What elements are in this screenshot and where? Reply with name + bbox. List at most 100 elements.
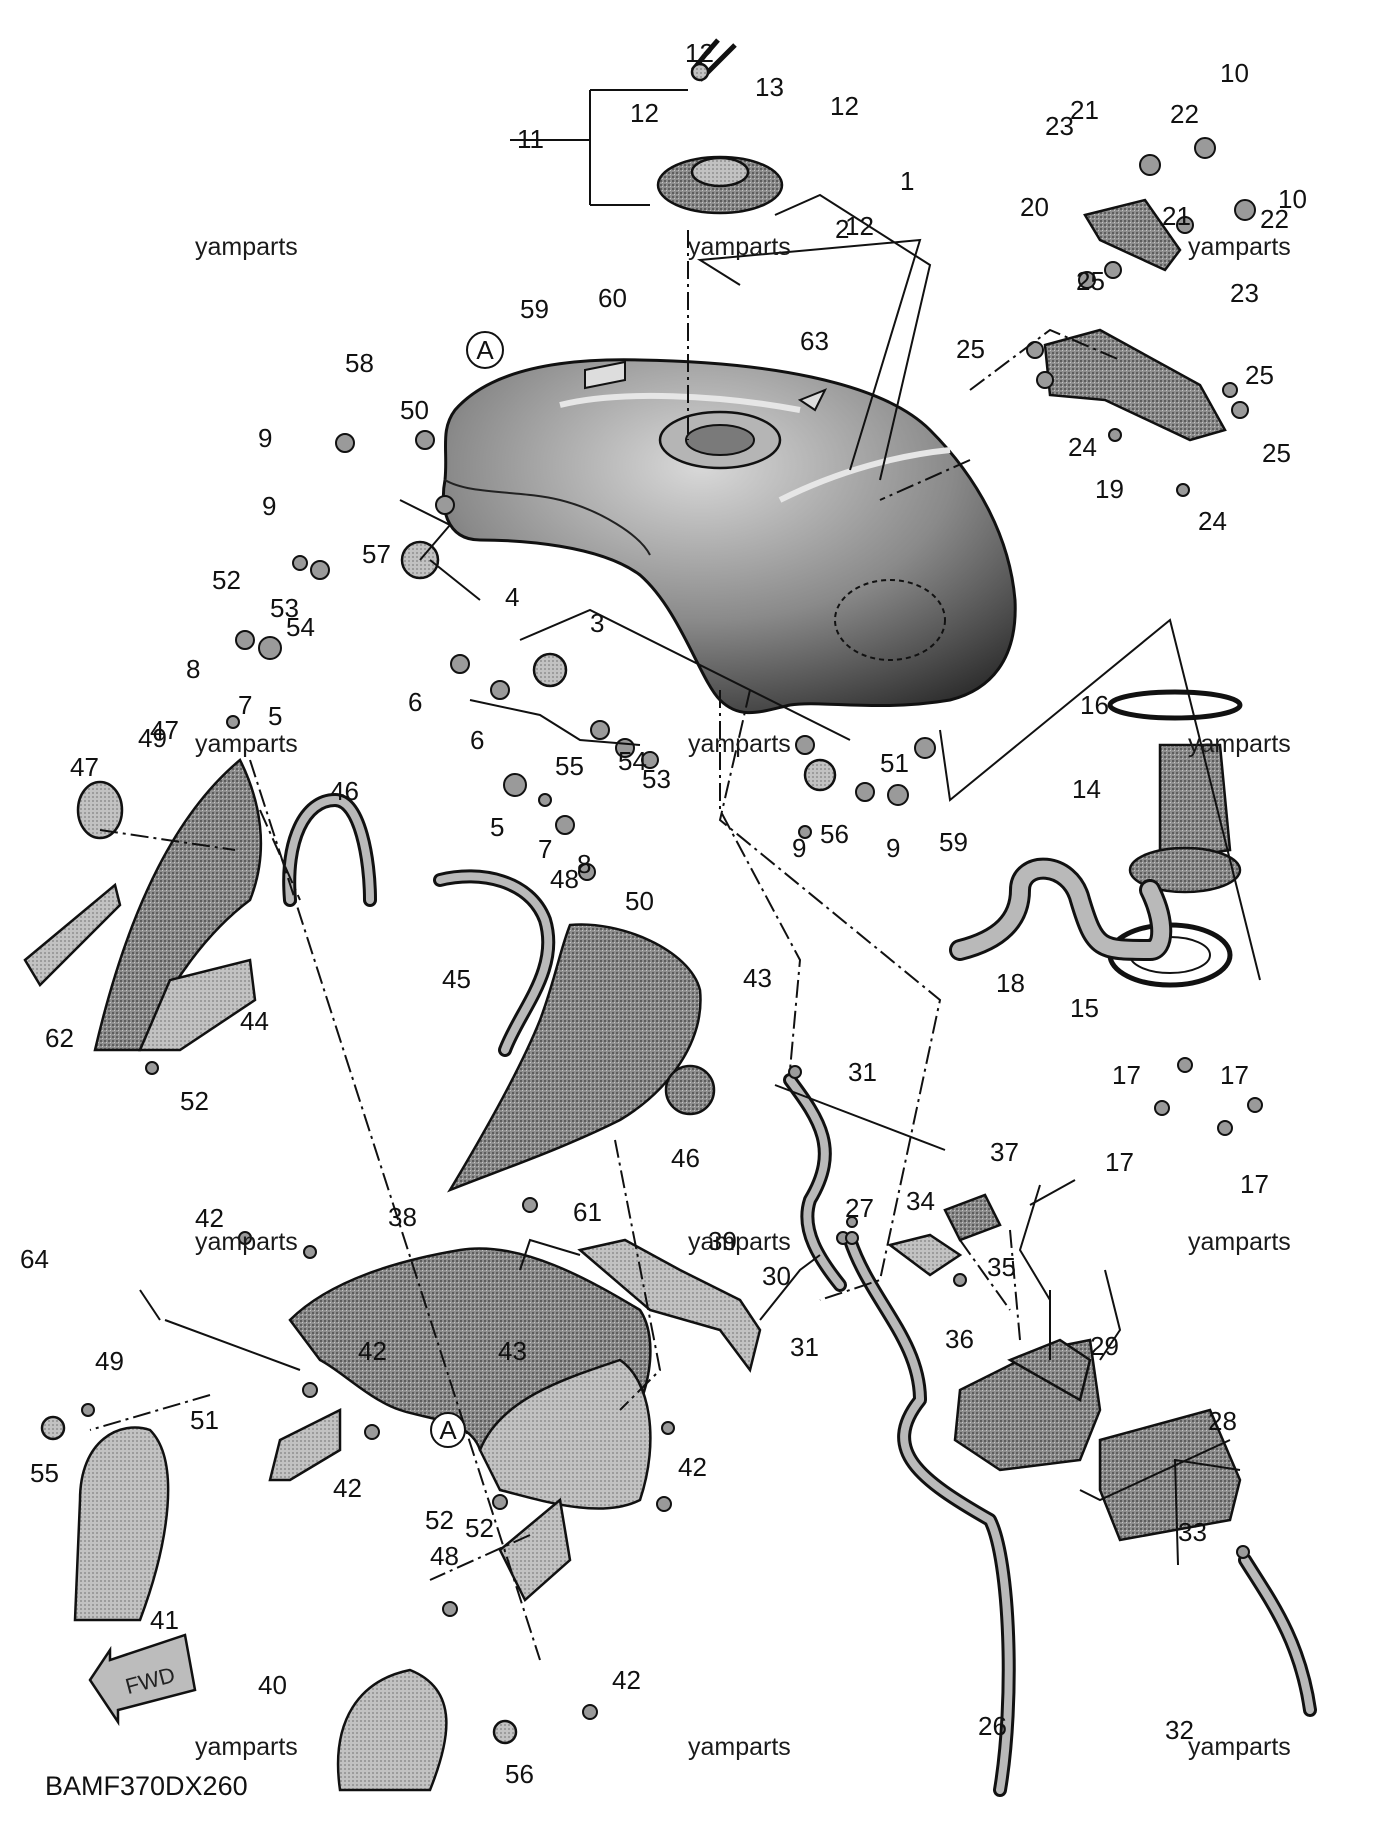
- callout-38: 38: [388, 1202, 417, 1232]
- callout-56: 56: [820, 819, 849, 849]
- callout-36: 36: [945, 1324, 974, 1354]
- watermark: yamparts: [688, 1228, 791, 1256]
- callout-31: 31: [848, 1057, 877, 1087]
- callout-5: 5: [268, 701, 282, 731]
- callout-41: 41: [150, 1605, 179, 1635]
- callout-21: 21: [1162, 201, 1191, 231]
- callout-20: 20: [1020, 192, 1049, 222]
- callout-17: 17: [1112, 1060, 1141, 1090]
- callout-15: 15: [1070, 993, 1099, 1023]
- ref-marker-top-label: A: [476, 335, 494, 365]
- callout-1: 1: [900, 166, 914, 196]
- callout-9: 9: [262, 491, 276, 521]
- callout-58: 58: [345, 348, 374, 378]
- callout-45: 45: [442, 964, 471, 994]
- callout-42: 42: [333, 1473, 362, 1503]
- callout-49: 49: [95, 1346, 124, 1376]
- callout-42: 42: [678, 1452, 707, 1482]
- callout-44: 44: [240, 1006, 269, 1036]
- watermark: yamparts: [688, 730, 791, 758]
- callout-34: 34: [906, 1186, 935, 1216]
- callout-4: 4: [505, 582, 519, 612]
- callout-50: 50: [400, 395, 429, 425]
- watermark: yamparts: [195, 730, 298, 758]
- callout-5: 5: [490, 812, 504, 842]
- callout-9: 9: [886, 833, 900, 863]
- callout-26: 26: [978, 1711, 1007, 1741]
- left-side-cover: [23, 758, 263, 1052]
- callout-16: 16: [1080, 690, 1109, 720]
- callout-54: 54: [618, 746, 647, 776]
- callout-24: 24: [1198, 506, 1227, 536]
- callout-22: 22: [1170, 99, 1199, 129]
- callout-43: 43: [498, 1336, 527, 1366]
- callout-17: 17: [1220, 1060, 1249, 1090]
- forward-arrow: FWD: [88, 1633, 197, 1727]
- callout-28: 28: [1208, 1406, 1237, 1436]
- tank-bracket: [1043, 198, 1227, 442]
- watermark: yamparts: [1188, 1228, 1291, 1256]
- callout-52: 52: [465, 1513, 494, 1543]
- callout-51: 51: [880, 748, 909, 778]
- watermark: yamparts: [688, 233, 791, 261]
- callout-42: 42: [195, 1203, 224, 1233]
- callout-24: 24: [1068, 432, 1097, 462]
- right-side-cover: [447, 923, 716, 1193]
- callout-10: 10: [1278, 184, 1307, 214]
- diagram-code: BAMF370DX260: [45, 1771, 248, 1801]
- callout-56: 56: [505, 1759, 534, 1789]
- callout-31: 31: [790, 1332, 819, 1362]
- watermark: yamparts: [195, 1733, 298, 1761]
- callout-46: 46: [330, 776, 359, 806]
- callout-46: 46: [671, 1143, 700, 1173]
- watermark: yamparts: [1188, 233, 1291, 261]
- callout-11: 11: [517, 124, 544, 154]
- watermark: yamparts: [195, 1228, 298, 1256]
- callout-54: 54: [286, 612, 315, 642]
- callout-48: 48: [550, 864, 579, 894]
- fasteners: [40, 137, 1263, 1745]
- watermark: yamparts: [688, 1733, 791, 1761]
- callout-9: 9: [792, 833, 806, 863]
- callout-35: 35: [987, 1252, 1016, 1282]
- callout-18: 18: [996, 968, 1025, 998]
- callout-43: 43: [743, 963, 772, 993]
- callout-63: 63: [800, 326, 829, 356]
- callout-12: 12: [685, 38, 714, 68]
- callout-59: 59: [939, 827, 968, 857]
- callout-21: 21: [1070, 95, 1099, 125]
- callout-10: 10: [1220, 58, 1249, 88]
- callout-3: 3: [590, 608, 604, 638]
- callout-8: 8: [186, 654, 200, 684]
- callout-39: 39: [708, 1226, 737, 1256]
- callout-9: 9: [258, 423, 272, 453]
- callout-22: 22: [1260, 204, 1289, 234]
- callout-60: 60: [598, 283, 627, 313]
- watermark: yamparts: [1188, 730, 1291, 758]
- callout-62: 62: [45, 1023, 74, 1053]
- ref-marker-top: A: [466, 331, 504, 369]
- callout-13: 13: [755, 72, 784, 102]
- ref-marker-bottom: A: [430, 1412, 466, 1448]
- callout-42: 42: [358, 1336, 387, 1366]
- callout-14: 14: [1072, 774, 1101, 804]
- callout-47: 47: [70, 752, 99, 782]
- callout-7: 7: [538, 834, 552, 864]
- callout-32: 32: [1165, 1715, 1194, 1745]
- callout-29: 29: [1090, 1331, 1119, 1361]
- pump-hose: [949, 857, 1173, 961]
- callout-23: 23: [1045, 111, 1074, 141]
- callout-17: 17: [1105, 1147, 1134, 1177]
- callout-12: 12: [845, 211, 874, 241]
- callout-6: 6: [408, 687, 422, 717]
- lower-cover: [268, 1247, 652, 1510]
- watermark: yamparts: [195, 233, 298, 261]
- callout-2: 2: [835, 214, 849, 244]
- callout-57: 57: [362, 539, 391, 569]
- callout-52: 52: [212, 565, 241, 595]
- callout-55: 55: [30, 1458, 59, 1488]
- callout-30: 30: [762, 1261, 791, 1291]
- callout-6: 6: [470, 725, 484, 755]
- callout-64: 64: [20, 1244, 49, 1274]
- callout-51: 51: [190, 1405, 219, 1435]
